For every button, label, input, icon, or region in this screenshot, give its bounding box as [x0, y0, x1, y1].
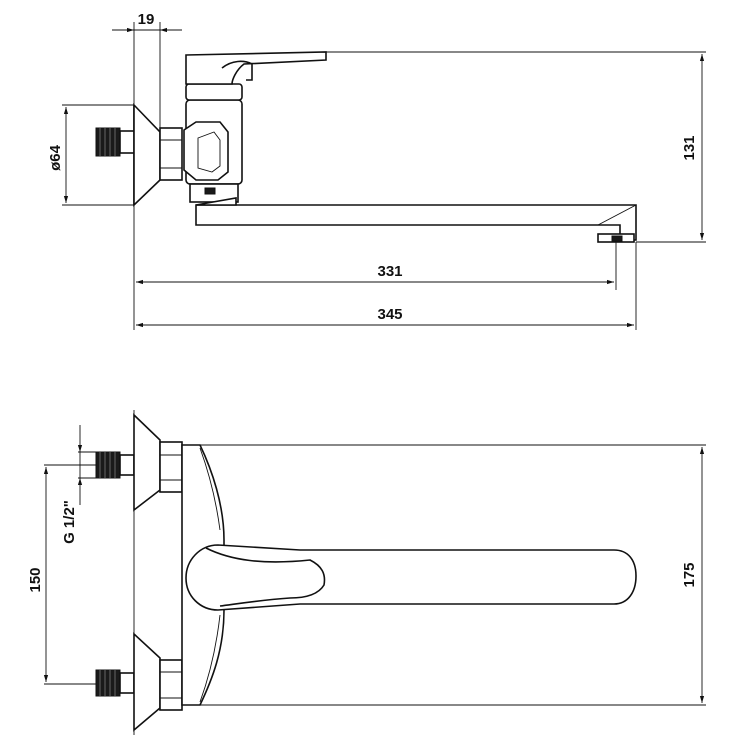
dim-reach-inner-label: 331	[377, 263, 402, 280]
side-view: 19 ø64 131 331 345	[47, 11, 706, 330]
dim-thread-label: G 1/2"	[61, 500, 78, 544]
flange	[133, 103, 161, 207]
dim-flange-label: 19	[138, 11, 155, 28]
dim-reach-total-label: 345	[377, 306, 402, 323]
lever-top	[185, 544, 637, 611]
top-view: G 1/2" 150 175	[27, 410, 706, 735]
hex-nut	[159, 127, 183, 181]
lever-joint	[221, 60, 253, 81]
dim-spacing-label: 150	[27, 567, 44, 592]
lever-handle	[185, 51, 327, 85]
upper-inlet	[95, 413, 183, 512]
dim-height-top-label: 175	[681, 562, 698, 587]
body-knob	[183, 121, 229, 181]
lever-joint-top	[205, 547, 326, 607]
inlet-thread	[95, 127, 135, 157]
lower-inlet	[95, 632, 183, 732]
dim-diameter-label: ø64	[47, 144, 64, 171]
spout	[195, 204, 637, 241]
dim-height-label: 131	[681, 135, 698, 160]
cartridge-cap	[185, 83, 243, 101]
